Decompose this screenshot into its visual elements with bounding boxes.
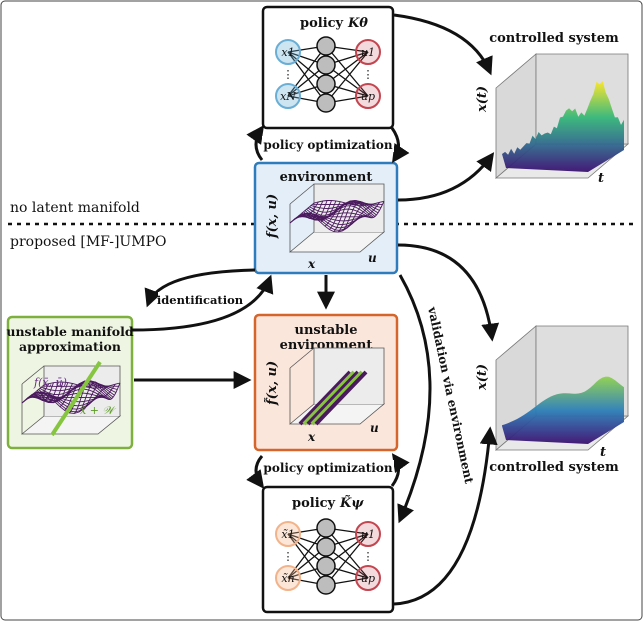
hidden-node bbox=[317, 56, 335, 74]
policy-top-box: policy Kθ x1 u1 xN up ⋮ ⋮ bbox=[263, 7, 393, 128]
identification-label: identification bbox=[157, 293, 244, 307]
input-node-label: x̃1 bbox=[281, 528, 294, 541]
environment-box: environment f(x, u) x u bbox=[255, 163, 397, 273]
controlled-bottom-xlabel: t bbox=[600, 445, 606, 460]
input-ellipsis: ⋮ bbox=[283, 550, 294, 563]
unstable-environment-xlabel: x bbox=[307, 430, 316, 444]
arrow-env-to-controlled-bottom bbox=[398, 245, 492, 338]
hidden-node bbox=[317, 576, 335, 594]
hidden-node bbox=[317, 94, 335, 112]
arrow-validation bbox=[400, 275, 430, 520]
unstable-environment-zlabel: u bbox=[370, 421, 379, 435]
environment-title: environment bbox=[280, 170, 373, 185]
output-node-label: u1 bbox=[361, 46, 375, 59]
arrow-unstable-to-policy-bottom bbox=[256, 456, 262, 486]
arrow-env-to-controlled-top bbox=[398, 155, 492, 200]
controlled-top-xlabel: t bbox=[598, 171, 604, 186]
input-node-label: x1 bbox=[281, 46, 294, 59]
manifold-curve-label: f(x̄, ū) bbox=[33, 376, 67, 389]
output-node-label: up bbox=[361, 90, 375, 103]
manifold-box: unstable manifold approximation f(x̄, ū)… bbox=[6, 317, 134, 448]
hidden-node bbox=[317, 75, 335, 93]
hidden-node bbox=[317, 538, 335, 556]
output-ellipsis: ⋮ bbox=[363, 68, 374, 81]
neural-network-bottom: x̃1 u1 x̃n up ⋮ ⋮ bbox=[276, 519, 380, 594]
top-region-label: no latent manifold bbox=[10, 200, 140, 216]
policy-top-symbol: Kθ bbox=[347, 16, 368, 31]
bottom-region-label: proposed [MF-]UMPO bbox=[10, 234, 166, 250]
controlled-top-title: controlled system bbox=[489, 31, 619, 46]
input-node-label: xN bbox=[280, 90, 296, 103]
output-node-label: u1 bbox=[361, 528, 375, 541]
arrow-policy-bottom-to-controlled bbox=[394, 430, 490, 604]
controlled-top-plot bbox=[496, 54, 628, 178]
arrow-policy-top-to-controlled bbox=[394, 15, 490, 72]
hidden-node bbox=[317, 37, 335, 55]
manifold-title-1: unstable manifold bbox=[6, 324, 134, 339]
output-ellipsis: ⋮ bbox=[363, 550, 374, 563]
controlled-bottom-plot bbox=[496, 326, 628, 450]
neural-network-top: x1 u1 xN up ⋮ ⋮ bbox=[276, 37, 380, 112]
controlled-bottom-title: controlled system bbox=[489, 460, 619, 475]
policy-optimization-bottom-label: policy optimization bbox=[263, 461, 392, 475]
manifold-line-label: x̄ + 𝒲 bbox=[80, 404, 116, 417]
policy-bottom-title: policy bbox=[292, 496, 336, 511]
arrow-env-to-policy-top bbox=[256, 128, 262, 160]
policy-optimization-top-label: policy optimization bbox=[263, 138, 392, 152]
environment-ylabel: f(x, u) bbox=[265, 194, 280, 239]
manifold-title-2: approximation bbox=[19, 339, 121, 354]
environment-zlabel: u bbox=[368, 251, 377, 265]
policy-bottom-symbol: K̃ψ bbox=[339, 495, 364, 511]
hidden-node bbox=[317, 557, 335, 575]
unstable-environment-ylabel: f̃(x, u) bbox=[264, 361, 280, 406]
input-ellipsis: ⋮ bbox=[283, 68, 294, 81]
validation-label: validation via environment bbox=[425, 305, 476, 485]
unstable-environment-title-1: unstable bbox=[295, 323, 358, 338]
output-node-label: up bbox=[361, 572, 375, 585]
policy-bottom-box: policy K̃ψ x̃1 u1 x̃n up ⋮ ⋮ bbox=[263, 487, 393, 612]
controlled-top-ylabel: x(t) bbox=[475, 86, 490, 113]
controlled-bottom-ylabel: x(t) bbox=[475, 364, 490, 391]
policy-top-title: policy bbox=[300, 16, 344, 31]
input-node-label: x̃n bbox=[281, 572, 294, 585]
environment-xlabel: x bbox=[307, 257, 316, 271]
unstable-environment-box: unstable environment f̃(x, u) x u bbox=[255, 315, 397, 450]
hidden-node bbox=[317, 519, 335, 537]
